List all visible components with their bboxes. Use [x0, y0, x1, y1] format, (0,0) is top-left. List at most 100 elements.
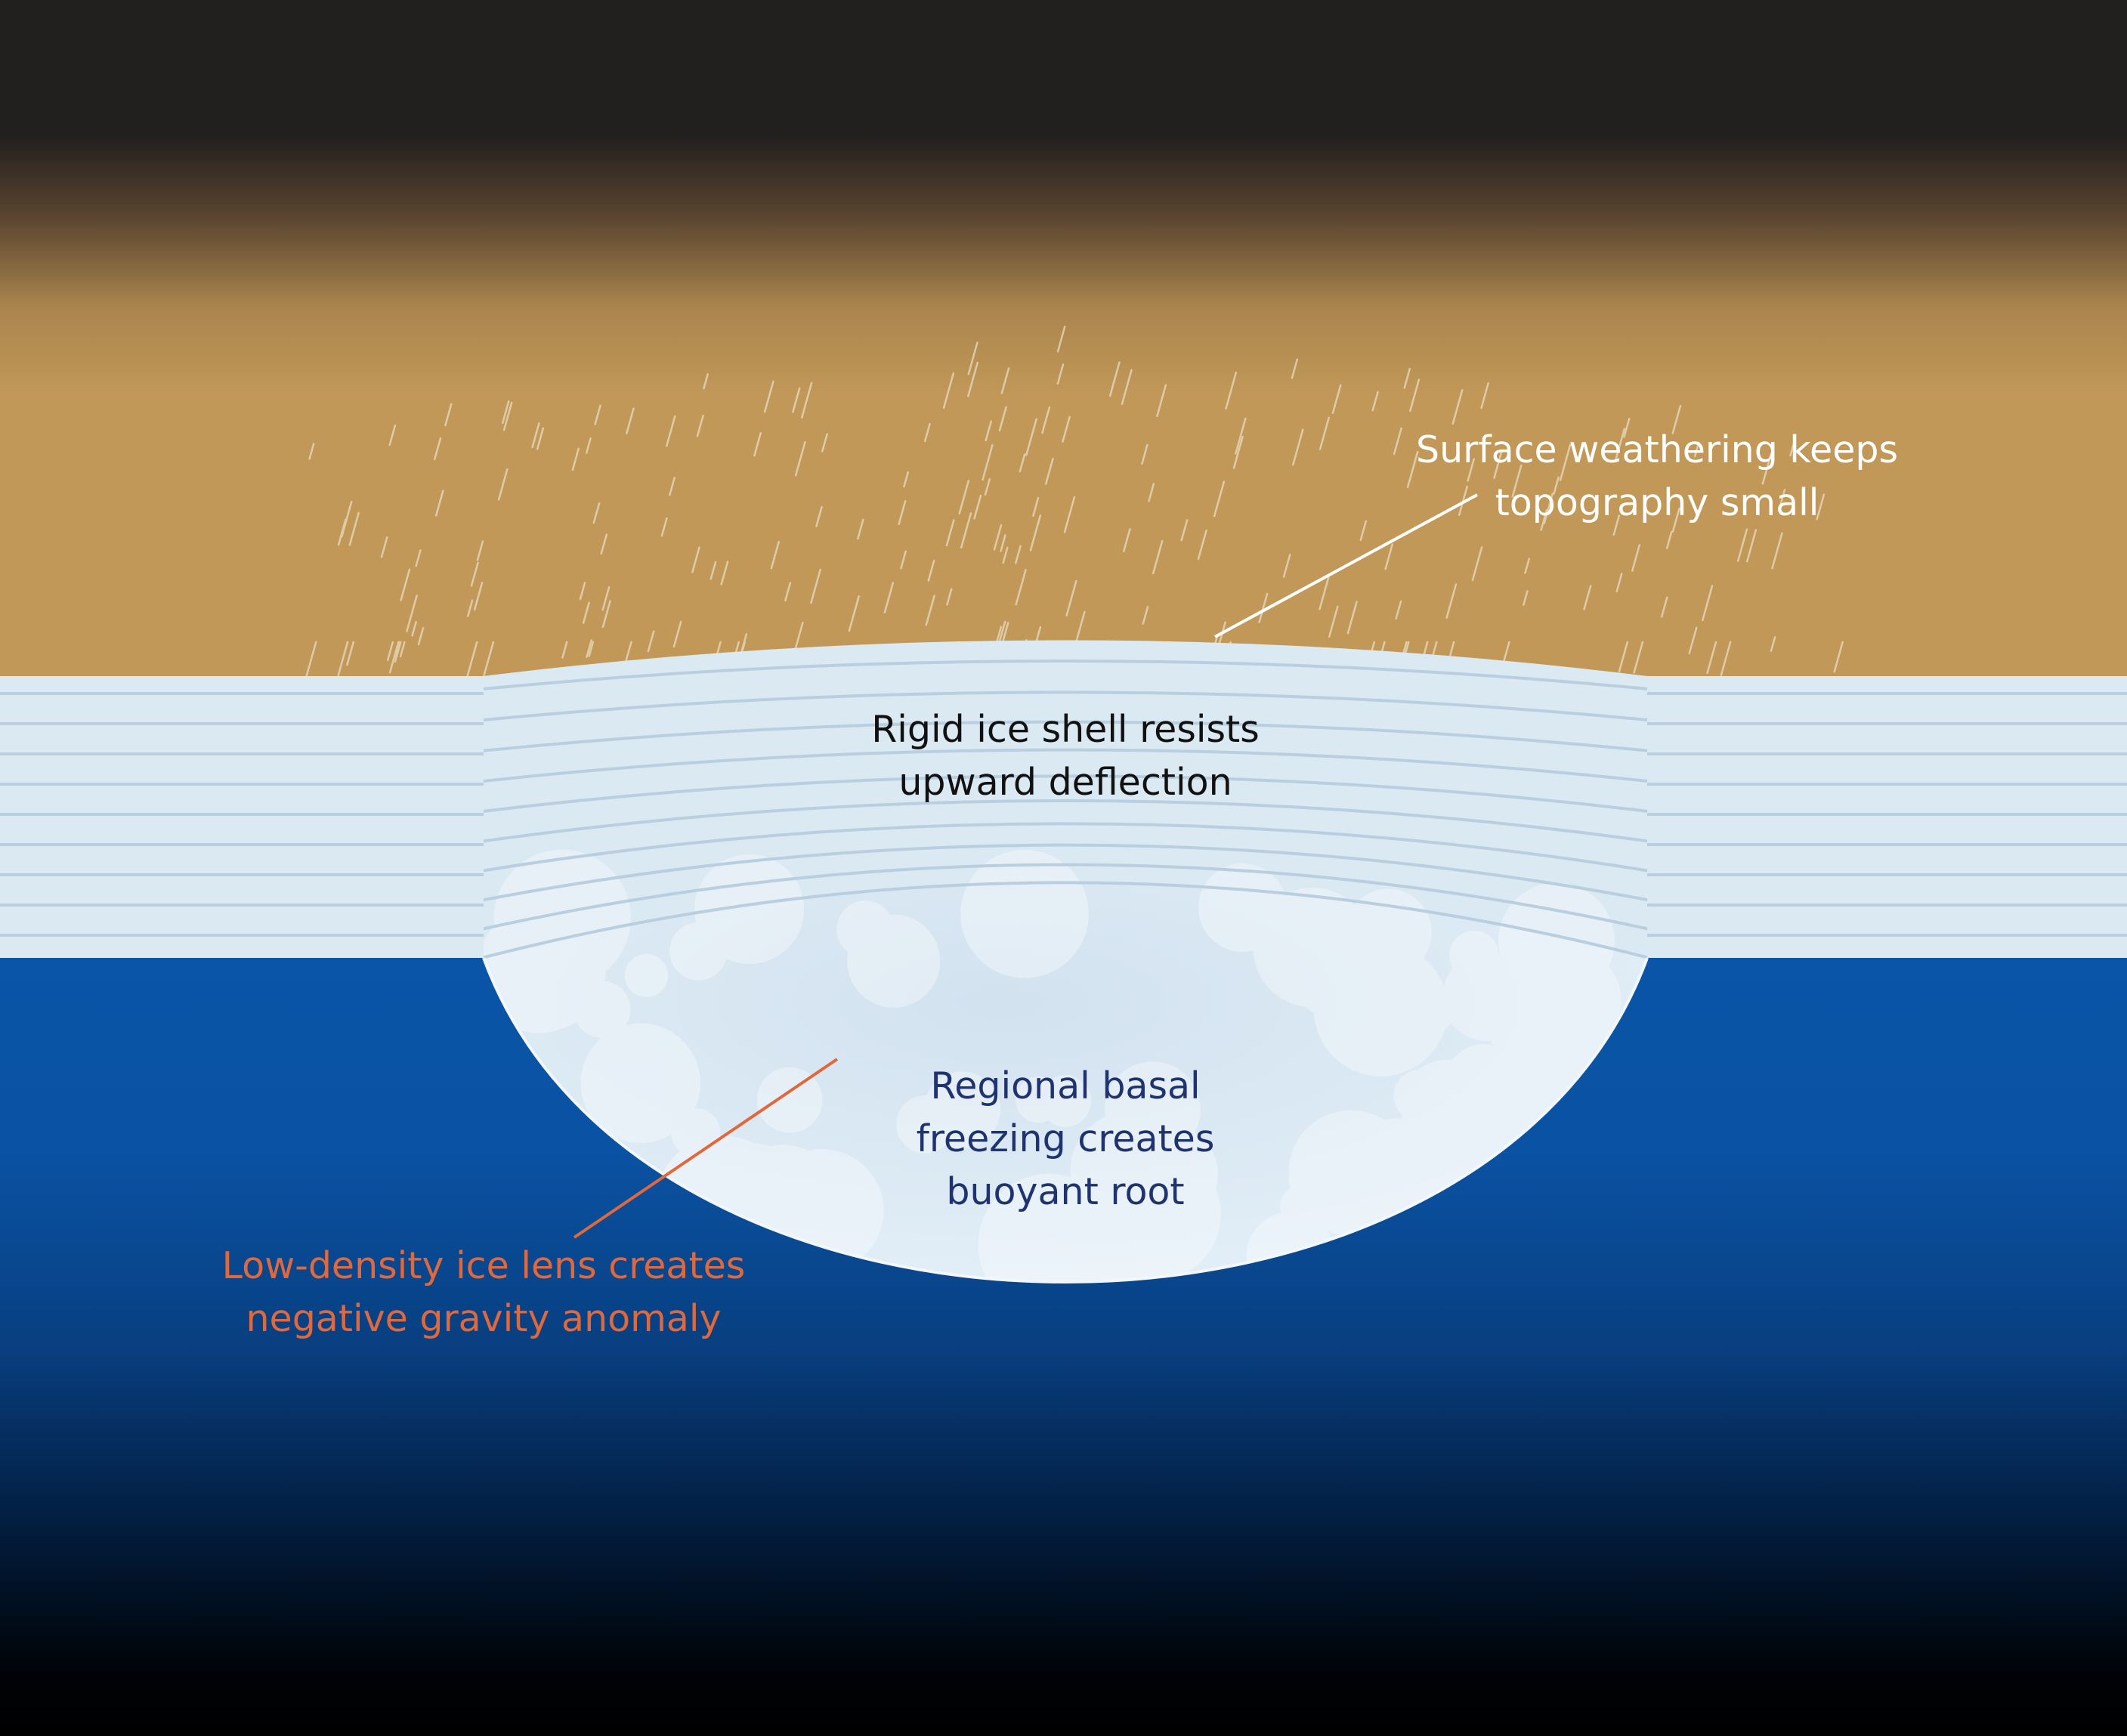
weathering-streak	[1062, 415, 1071, 443]
weathering-streak	[341, 501, 353, 538]
weathering-streak	[1056, 363, 1065, 385]
ice-root-stripes	[484, 659, 1647, 975]
weathering-streak	[958, 480, 970, 514]
ice-root-stripe	[484, 659, 1647, 697]
weathering-streak	[1074, 610, 1086, 643]
weathering-streak	[784, 582, 792, 602]
weathering-streak	[1002, 546, 1009, 564]
weathering-streak	[1688, 626, 1698, 655]
weathering-streak	[1406, 450, 1419, 489]
weathering-streak	[1553, 476, 1560, 495]
weathering-streak	[308, 443, 315, 460]
weathering-streak	[601, 586, 611, 611]
atmosphere-layer	[0, 0, 2127, 680]
ice-root-stripe	[484, 720, 1647, 758]
ice-texture-blob	[1393, 1069, 1446, 1122]
weathering-streak	[801, 381, 813, 419]
weathering-streak	[386, 641, 394, 661]
weathering-streak	[1816, 493, 1826, 520]
ice-texture-blob	[1301, 1132, 1377, 1207]
weathering-streak	[601, 600, 611, 629]
weathering-streak	[1771, 532, 1783, 570]
weathering-streak	[1480, 381, 1489, 409]
weathering-streak	[1015, 545, 1022, 564]
weathering-streak	[1745, 529, 1758, 563]
root-label-line3: buoyant root	[946, 1170, 1184, 1213]
weathering-streak	[1471, 546, 1483, 582]
weathering-streak	[1633, 641, 1644, 674]
weathering-streak	[1540, 508, 1548, 531]
ice-texture-blob	[1514, 947, 1622, 1055]
weathering-streak	[394, 641, 402, 663]
surface-label-line2: topography small	[1495, 481, 1819, 524]
weathering-streak	[1671, 507, 1680, 533]
ice-root-stripe	[484, 822, 1647, 882]
weathering-streak	[669, 477, 676, 496]
ice-texture-blob	[671, 1107, 721, 1157]
weathering-streak	[1761, 452, 1773, 485]
weathering-streak	[305, 641, 317, 678]
weathering-streak	[1511, 464, 1523, 498]
weathering-streak	[1121, 369, 1133, 406]
weathering-streak	[1346, 601, 1358, 635]
weathering-streak	[466, 599, 474, 617]
weathering-streak	[1197, 529, 1207, 561]
ice-texture-blob	[493, 849, 631, 987]
weathering-streak	[1152, 539, 1164, 575]
ice-texture-blob	[1414, 992, 1455, 1032]
ice-texture-blob	[896, 1095, 954, 1154]
shell-label-line1: Rigid ice shell resists	[871, 708, 1260, 751]
weathering-streak	[482, 641, 495, 679]
weathering-streak	[579, 582, 586, 601]
weathering-streak	[473, 582, 484, 611]
weathering-streak	[1409, 378, 1421, 412]
weathering-streak	[984, 477, 991, 496]
weathering-streak	[995, 626, 1003, 644]
weathering-streak	[470, 561, 479, 587]
weathering-streak	[1065, 579, 1077, 616]
weathering-streak	[810, 568, 821, 604]
weathering-streak	[502, 401, 513, 431]
weathering-streak	[1000, 534, 1006, 552]
weathering-streak	[903, 471, 910, 488]
weathering-streak	[942, 372, 955, 409]
ice-texture-blob	[1323, 919, 1402, 997]
ice-texture-blob	[1547, 990, 1597, 1039]
weathering-streak	[666, 415, 676, 447]
weathering-streak	[1583, 585, 1592, 610]
weathering-streak	[973, 494, 982, 520]
ice-texture-blob	[1313, 942, 1448, 1077]
weathering-streak	[1319, 573, 1331, 610]
weathering-streak	[1665, 530, 1673, 549]
weathering-streak	[444, 403, 453, 427]
weathering-streak	[1156, 384, 1167, 418]
ice-texture-blob	[1401, 1059, 1494, 1152]
weathering-streak	[883, 582, 895, 614]
surface-label-line1: Surface weathering keeps	[1416, 428, 1898, 471]
weathering-streak	[592, 502, 601, 524]
weathering-streak	[1225, 371, 1238, 410]
ice-texture-blob	[486, 911, 606, 1031]
weathering-streak	[1631, 544, 1641, 572]
weathering-streak	[1000, 367, 1010, 394]
weathering-streak	[696, 414, 704, 437]
ice-root-stripe	[484, 774, 1647, 820]
lens-label-line2: negative gravity anomaly	[246, 1297, 722, 1340]
weathering-streak	[1612, 514, 1621, 536]
weathering-streak	[1393, 427, 1402, 456]
weathering-streak	[415, 549, 422, 567]
weathering-streak	[720, 561, 729, 585]
weathering-streak	[536, 427, 545, 450]
weathering-streak	[1331, 384, 1342, 414]
ice-texture-blob	[1344, 888, 1432, 976]
weathering-streak	[710, 561, 717, 580]
weathering-streak	[1778, 489, 1786, 511]
ice-texture-blob	[1449, 930, 1499, 981]
weathering-streak	[1258, 592, 1269, 623]
ice-texture	[484, 849, 1622, 1282]
weathering-streak	[945, 519, 955, 547]
weathering-streak	[763, 380, 774, 413]
weathering-streak	[900, 550, 907, 570]
weathering-streak	[1108, 361, 1121, 397]
